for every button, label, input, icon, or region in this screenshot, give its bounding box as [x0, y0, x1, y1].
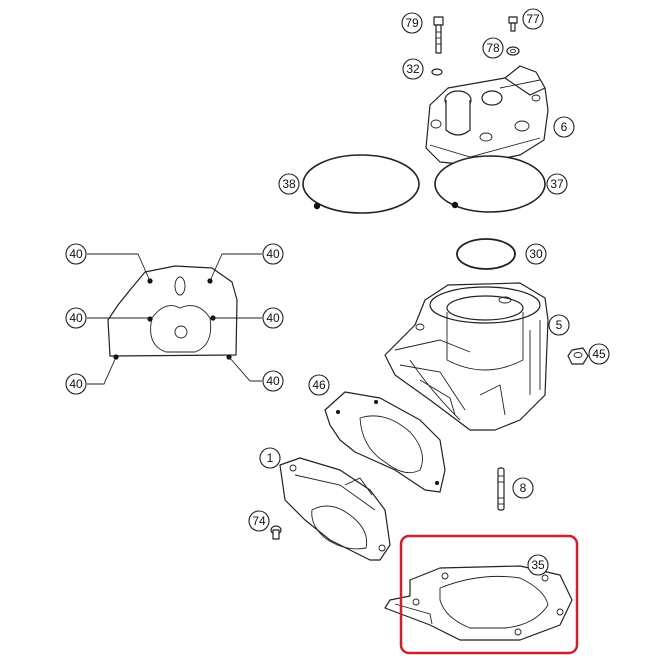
washer-78: [506, 46, 520, 56]
callout-40-bottom-left[interactable]: 40: [65, 373, 87, 395]
callout-5[interactable]: 5: [548, 314, 570, 336]
svg-text:40: 40: [266, 374, 280, 388]
bolt-79: [433, 16, 444, 54]
svg-text:40: 40: [69, 377, 83, 391]
screw-77: [508, 16, 518, 32]
callout-74[interactable]: 74: [248, 510, 270, 532]
o-ring-37: [434, 155, 546, 213]
callout-40-mid-right[interactable]: 40: [262, 307, 284, 329]
cylinder-head-6: [425, 65, 549, 166]
callout-77[interactable]: 77: [522, 8, 544, 30]
callout-79[interactable]: 79: [401, 12, 423, 34]
svg-text:78: 78: [486, 41, 500, 55]
callout-1[interactable]: 1: [259, 447, 281, 469]
stud-8: [497, 467, 505, 511]
callout-32[interactable]: 32: [402, 58, 424, 80]
svg-text:77: 77: [526, 12, 540, 26]
svg-text:1: 1: [267, 451, 274, 465]
callout-40-bottom-right[interactable]: 40: [262, 370, 284, 392]
svg-text:74: 74: [252, 514, 266, 528]
svg-text:32: 32: [406, 62, 420, 76]
leader-lines-40: [87, 253, 262, 385]
svg-text:38: 38: [282, 177, 296, 191]
flange-gasket-40: [107, 265, 238, 360]
callout-40-mid-left[interactable]: 40: [65, 307, 87, 329]
svg-text:35: 35: [531, 558, 545, 572]
callout-6[interactable]: 6: [553, 116, 575, 138]
svg-text:40: 40: [266, 247, 280, 261]
svg-text:40: 40: [69, 311, 83, 325]
callout-37[interactable]: 37: [546, 173, 568, 195]
base-gasket-35: [384, 565, 573, 641]
callout-40-top-right[interactable]: 40: [262, 243, 284, 265]
callout-40-top-left[interactable]: 40: [65, 243, 87, 265]
gasket-46: [324, 391, 446, 493]
callout-35[interactable]: 35: [527, 554, 549, 576]
callout-30[interactable]: 30: [525, 243, 547, 265]
svg-text:8: 8: [520, 481, 527, 495]
o-ring-38: [302, 154, 420, 214]
svg-text:6: 6: [561, 120, 568, 134]
svg-text:30: 30: [529, 247, 543, 261]
svg-text:37: 37: [550, 177, 564, 191]
svg-text:46: 46: [312, 378, 326, 392]
callout-46[interactable]: 46: [308, 374, 330, 396]
svg-text:40: 40: [266, 311, 280, 325]
nut-45: [567, 347, 589, 365]
svg-text:5: 5: [556, 318, 563, 332]
screw-74: [270, 525, 282, 540]
callout-38[interactable]: 38: [278, 173, 300, 195]
reed-valve-block-1: [279, 457, 391, 561]
svg-text:45: 45: [592, 347, 606, 361]
callout-8[interactable]: 8: [512, 477, 534, 499]
highlight-box-35: [399, 534, 579, 655]
washer-32: [431, 68, 443, 76]
callout-78[interactable]: 78: [482, 37, 504, 59]
svg-text:79: 79: [405, 16, 419, 30]
svg-text:40: 40: [69, 247, 83, 261]
cylinder-5: [384, 282, 549, 431]
callout-45[interactable]: 45: [588, 343, 610, 365]
o-ring-30: [456, 238, 516, 270]
